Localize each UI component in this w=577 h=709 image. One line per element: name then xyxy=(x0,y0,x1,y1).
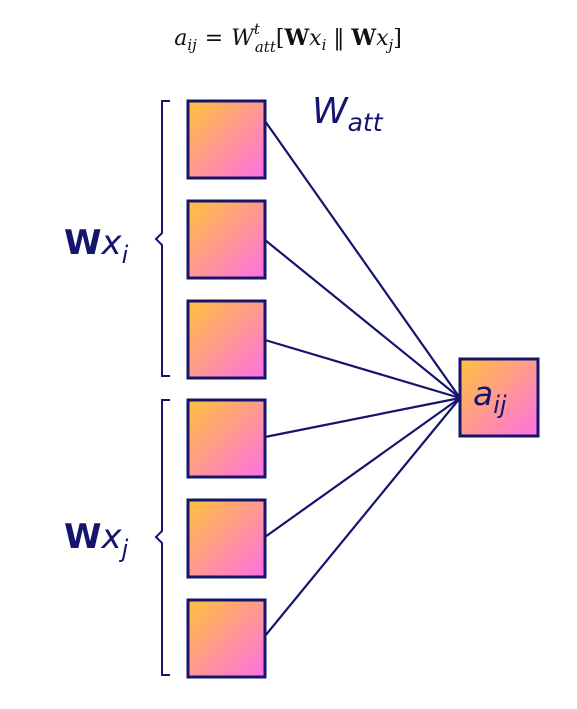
output-node-label: aij xyxy=(473,374,507,419)
input-node-i-3 xyxy=(186,299,267,380)
edge-j-2 xyxy=(264,397,461,538)
group-i-label: Wxi xyxy=(64,223,129,269)
input-node-i-1 xyxy=(186,99,267,180)
weights-label: Watt xyxy=(312,91,384,137)
bracket-group-j xyxy=(154,399,170,676)
output-node xyxy=(458,357,540,438)
input-nodes xyxy=(186,99,267,679)
edge-i-1 xyxy=(264,120,461,399)
input-node-j-1 xyxy=(186,398,267,479)
edge-i-3 xyxy=(264,338,461,400)
edge-j-1 xyxy=(264,396,461,439)
bracket-group-i xyxy=(154,100,170,377)
edge-j-3 xyxy=(264,397,461,637)
edge-i-2 xyxy=(264,239,461,399)
input-node-j-2 xyxy=(186,498,267,579)
input-node-i-2 xyxy=(186,199,267,280)
attention-edges xyxy=(264,120,461,637)
input-node-j-3 xyxy=(186,598,267,679)
group-j-label: Wxj xyxy=(64,517,129,563)
